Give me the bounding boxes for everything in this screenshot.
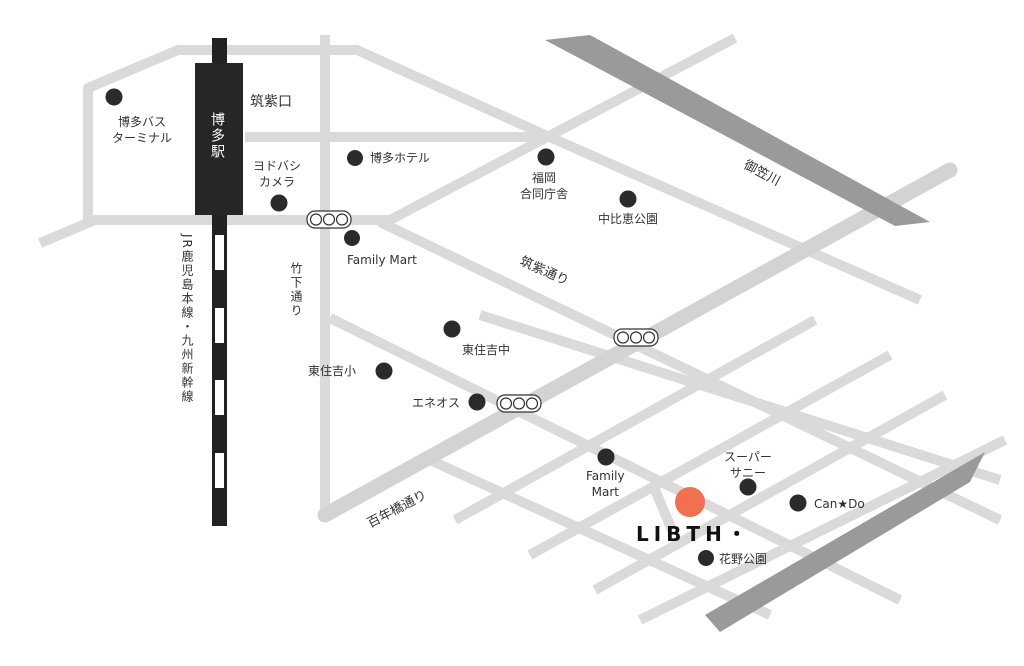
landmark-cando: Can★Do [814,497,865,511]
traffic-lights [306,210,659,413]
road [452,315,818,525]
road [592,390,948,595]
landmark-hakata-hotel: 博多ホテル [370,151,431,165]
landmark-higashisumiyoshi-jhs: 東住吉中 [462,343,511,357]
landmark-higashisumiyoshi-es: 東住吉小 [308,364,357,378]
landmark-eneos: エネオス [412,396,461,410]
landmark-super-sunny: スーパー サニー [724,450,772,480]
road [650,488,677,532]
destination-logo: LIBTH・ [636,522,752,546]
river-mikasa [545,35,930,226]
road [83,45,923,305]
railway-label: JR鹿児島本線・九州新幹線 [180,234,194,404]
landmark-familymart-2: Family Mart [586,469,625,499]
landmark-familymart-1: Family Mart [347,253,417,267]
station-label: 博多駅 [209,112,225,160]
hakata-station-building [195,63,243,215]
landmark-bus-terminal: 博多バス ターミナル [112,115,173,145]
landmark-markers [105,88,807,566]
river [705,452,985,632]
road [38,215,390,248]
destination-marker [675,487,705,517]
road [387,33,738,225]
takeshita-label: 竹下通り [289,262,303,318]
road-chikushi [377,217,1003,525]
road [478,310,1002,485]
landmark-nakahie-park: 中比恵公園 [598,212,659,226]
exit-label: 筑紫口 [250,94,292,110]
railway-stripes [215,235,224,488]
landmark-govt-bldg: 福岡 合同庁舎 [520,171,569,201]
landmark-yodobashi: ヨドバシ カメラ [253,159,302,189]
landmark-hanano-park: 花野公園 [719,552,768,566]
road [637,435,1008,625]
road [327,313,903,605]
road [527,350,893,560]
